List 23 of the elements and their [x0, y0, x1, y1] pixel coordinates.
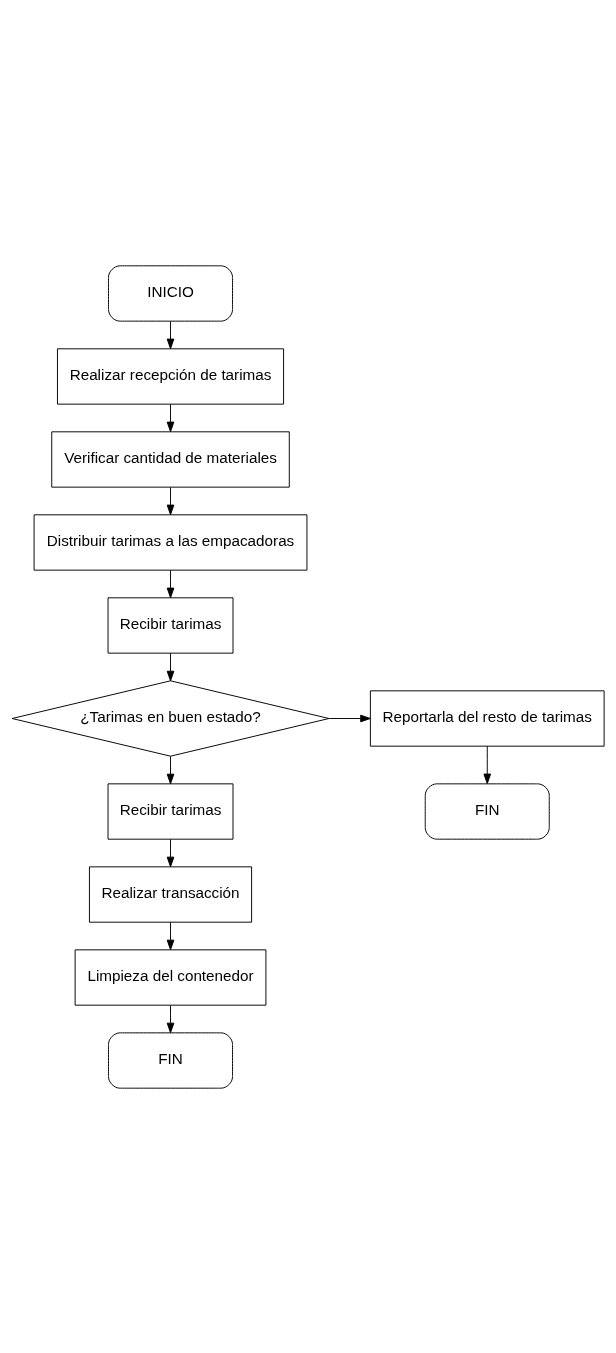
node-box: Limpieza del contenedor — [74, 948, 267, 1006]
node-box: INICIO — [108, 264, 233, 322]
arrow — [166, 403, 175, 432]
arrow — [166, 320, 175, 349]
arrow — [166, 486, 175, 515]
node-box: FIN — [424, 782, 550, 840]
node-box: Verificar cantidad de materiales — [51, 430, 290, 488]
node-box: Recibir tarimas — [107, 782, 234, 840]
node-box: Distribuir tarimas a las empacadoras — [33, 513, 308, 571]
arrow — [166, 569, 175, 598]
arrow — [483, 745, 492, 784]
arrow — [166, 755, 175, 784]
node-box: FIN — [108, 1031, 233, 1089]
arrow — [328, 714, 371, 722]
arrow — [166, 838, 175, 867]
node-box: Realizar recepción de tarimas — [57, 347, 285, 405]
node-box: Reportarla del resto de tarimas — [369, 689, 605, 747]
arrow — [166, 652, 175, 681]
node-box: Realizar transacción — [88, 865, 253, 923]
arrow — [166, 1004, 175, 1033]
node-diamond: ¿Tarimas en buen estado? — [11, 679, 330, 757]
node-box: Recibir tarimas — [107, 596, 234, 654]
arrow — [166, 921, 175, 950]
